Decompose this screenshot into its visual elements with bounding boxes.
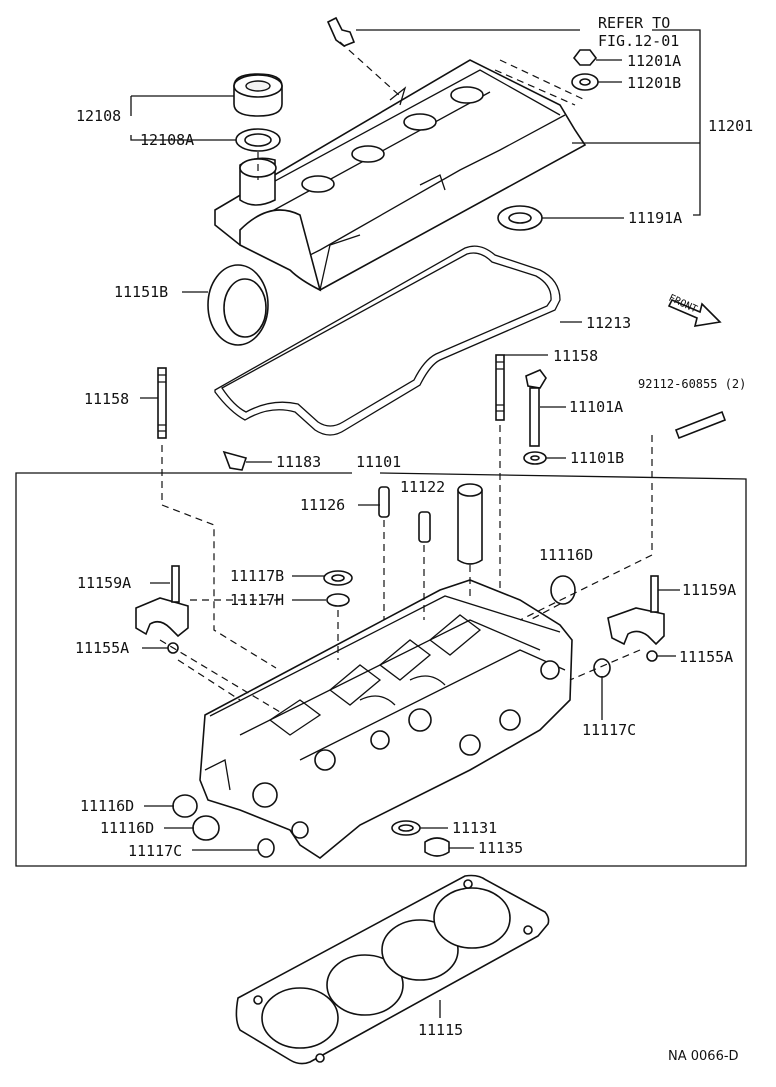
leader-lines	[130, 29, 701, 1018]
seal-washer-11191A	[497, 205, 543, 231]
label-11201A: 11201A	[627, 52, 681, 70]
label-11158-right: 11158	[553, 347, 598, 365]
label-11101: 11101	[356, 453, 401, 471]
label-11116D-top: 11116D	[539, 546, 593, 564]
label-11116D-a: 11116D	[80, 797, 134, 815]
oil-filler-cap	[233, 73, 283, 117]
plug-11117C-right	[593, 658, 611, 678]
plug-11183	[222, 450, 248, 471]
cylinder-head	[199, 579, 573, 859]
label-11159A-left: 11159A	[77, 574, 131, 592]
plug-11117C-left	[257, 838, 275, 858]
stud-bolt-92112	[674, 410, 727, 440]
label-11159A-right: 11159A	[682, 581, 736, 599]
label-12108A: 12108A	[140, 131, 194, 149]
dowel-11126	[378, 486, 390, 518]
ring-11135	[424, 837, 450, 857]
camshaft-cap-left	[135, 565, 189, 654]
filler-cap-gasket	[235, 128, 281, 152]
cylinder-head-cover	[214, 59, 587, 292]
label-12108: 12108	[76, 107, 121, 125]
label-11155A-left: 11155A	[75, 639, 129, 657]
label-11191A: 11191A	[628, 209, 682, 227]
oil-seal-11151B	[207, 264, 269, 346]
label-11126: 11126	[300, 496, 345, 514]
label-11101B: 11101B	[570, 449, 624, 467]
stud-11158-left	[157, 367, 167, 439]
label-11116D-b: 11116D	[100, 819, 154, 837]
seal-11131	[391, 820, 421, 836]
label-11213: 11213	[586, 314, 631, 332]
label-11135: 11135	[478, 839, 523, 857]
plug-tube	[457, 483, 483, 565]
label-11131: 11131	[452, 819, 497, 837]
label-11183: 11183	[276, 453, 321, 471]
camshaft-cap-right	[607, 575, 665, 662]
ring-11117H	[326, 593, 350, 607]
expansion-plug-b	[192, 815, 220, 841]
label-11151B: 11151B	[114, 283, 168, 301]
figure-code: NA 0066-D	[668, 1049, 739, 1064]
breather-bolt	[326, 16, 356, 47]
refer-line-2: FIG.12-01	[598, 32, 679, 50]
front-arrow-icon	[667, 298, 722, 327]
guide-11122	[418, 511, 431, 543]
label-11201: 11201	[708, 117, 753, 135]
label-11201B: 11201B	[627, 74, 681, 92]
subassembly-frame	[15, 472, 747, 867]
label-11122: 11122	[400, 478, 445, 496]
label-11158-left: 11158	[84, 390, 129, 408]
cover-gasket	[214, 245, 561, 436]
label-11117H: 11117H	[230, 591, 284, 609]
label-11117B: 11117B	[230, 567, 284, 585]
washer-11101B	[523, 451, 547, 465]
head-gasket	[235, 874, 550, 1065]
cover-nut-11201A	[572, 49, 598, 66]
label-11155A-right: 11155A	[679, 648, 733, 666]
head-bolt-11101A	[525, 369, 547, 447]
stud-11158-right	[495, 354, 505, 421]
label-11117C-right: 11117C	[582, 721, 636, 739]
label-11115: 11115	[418, 1021, 463, 1039]
expansion-plug-top	[550, 575, 576, 605]
refer-line-1: REFER TO	[598, 14, 670, 32]
label-11101A: 11101A	[569, 398, 623, 416]
label-11117C-left: 11117C	[128, 842, 182, 860]
cover-washer-11201B	[571, 73, 599, 91]
label-92112: 92112-60855 (2)	[638, 377, 746, 391]
expansion-plug-a	[172, 794, 198, 818]
seal-11117B	[323, 570, 353, 586]
